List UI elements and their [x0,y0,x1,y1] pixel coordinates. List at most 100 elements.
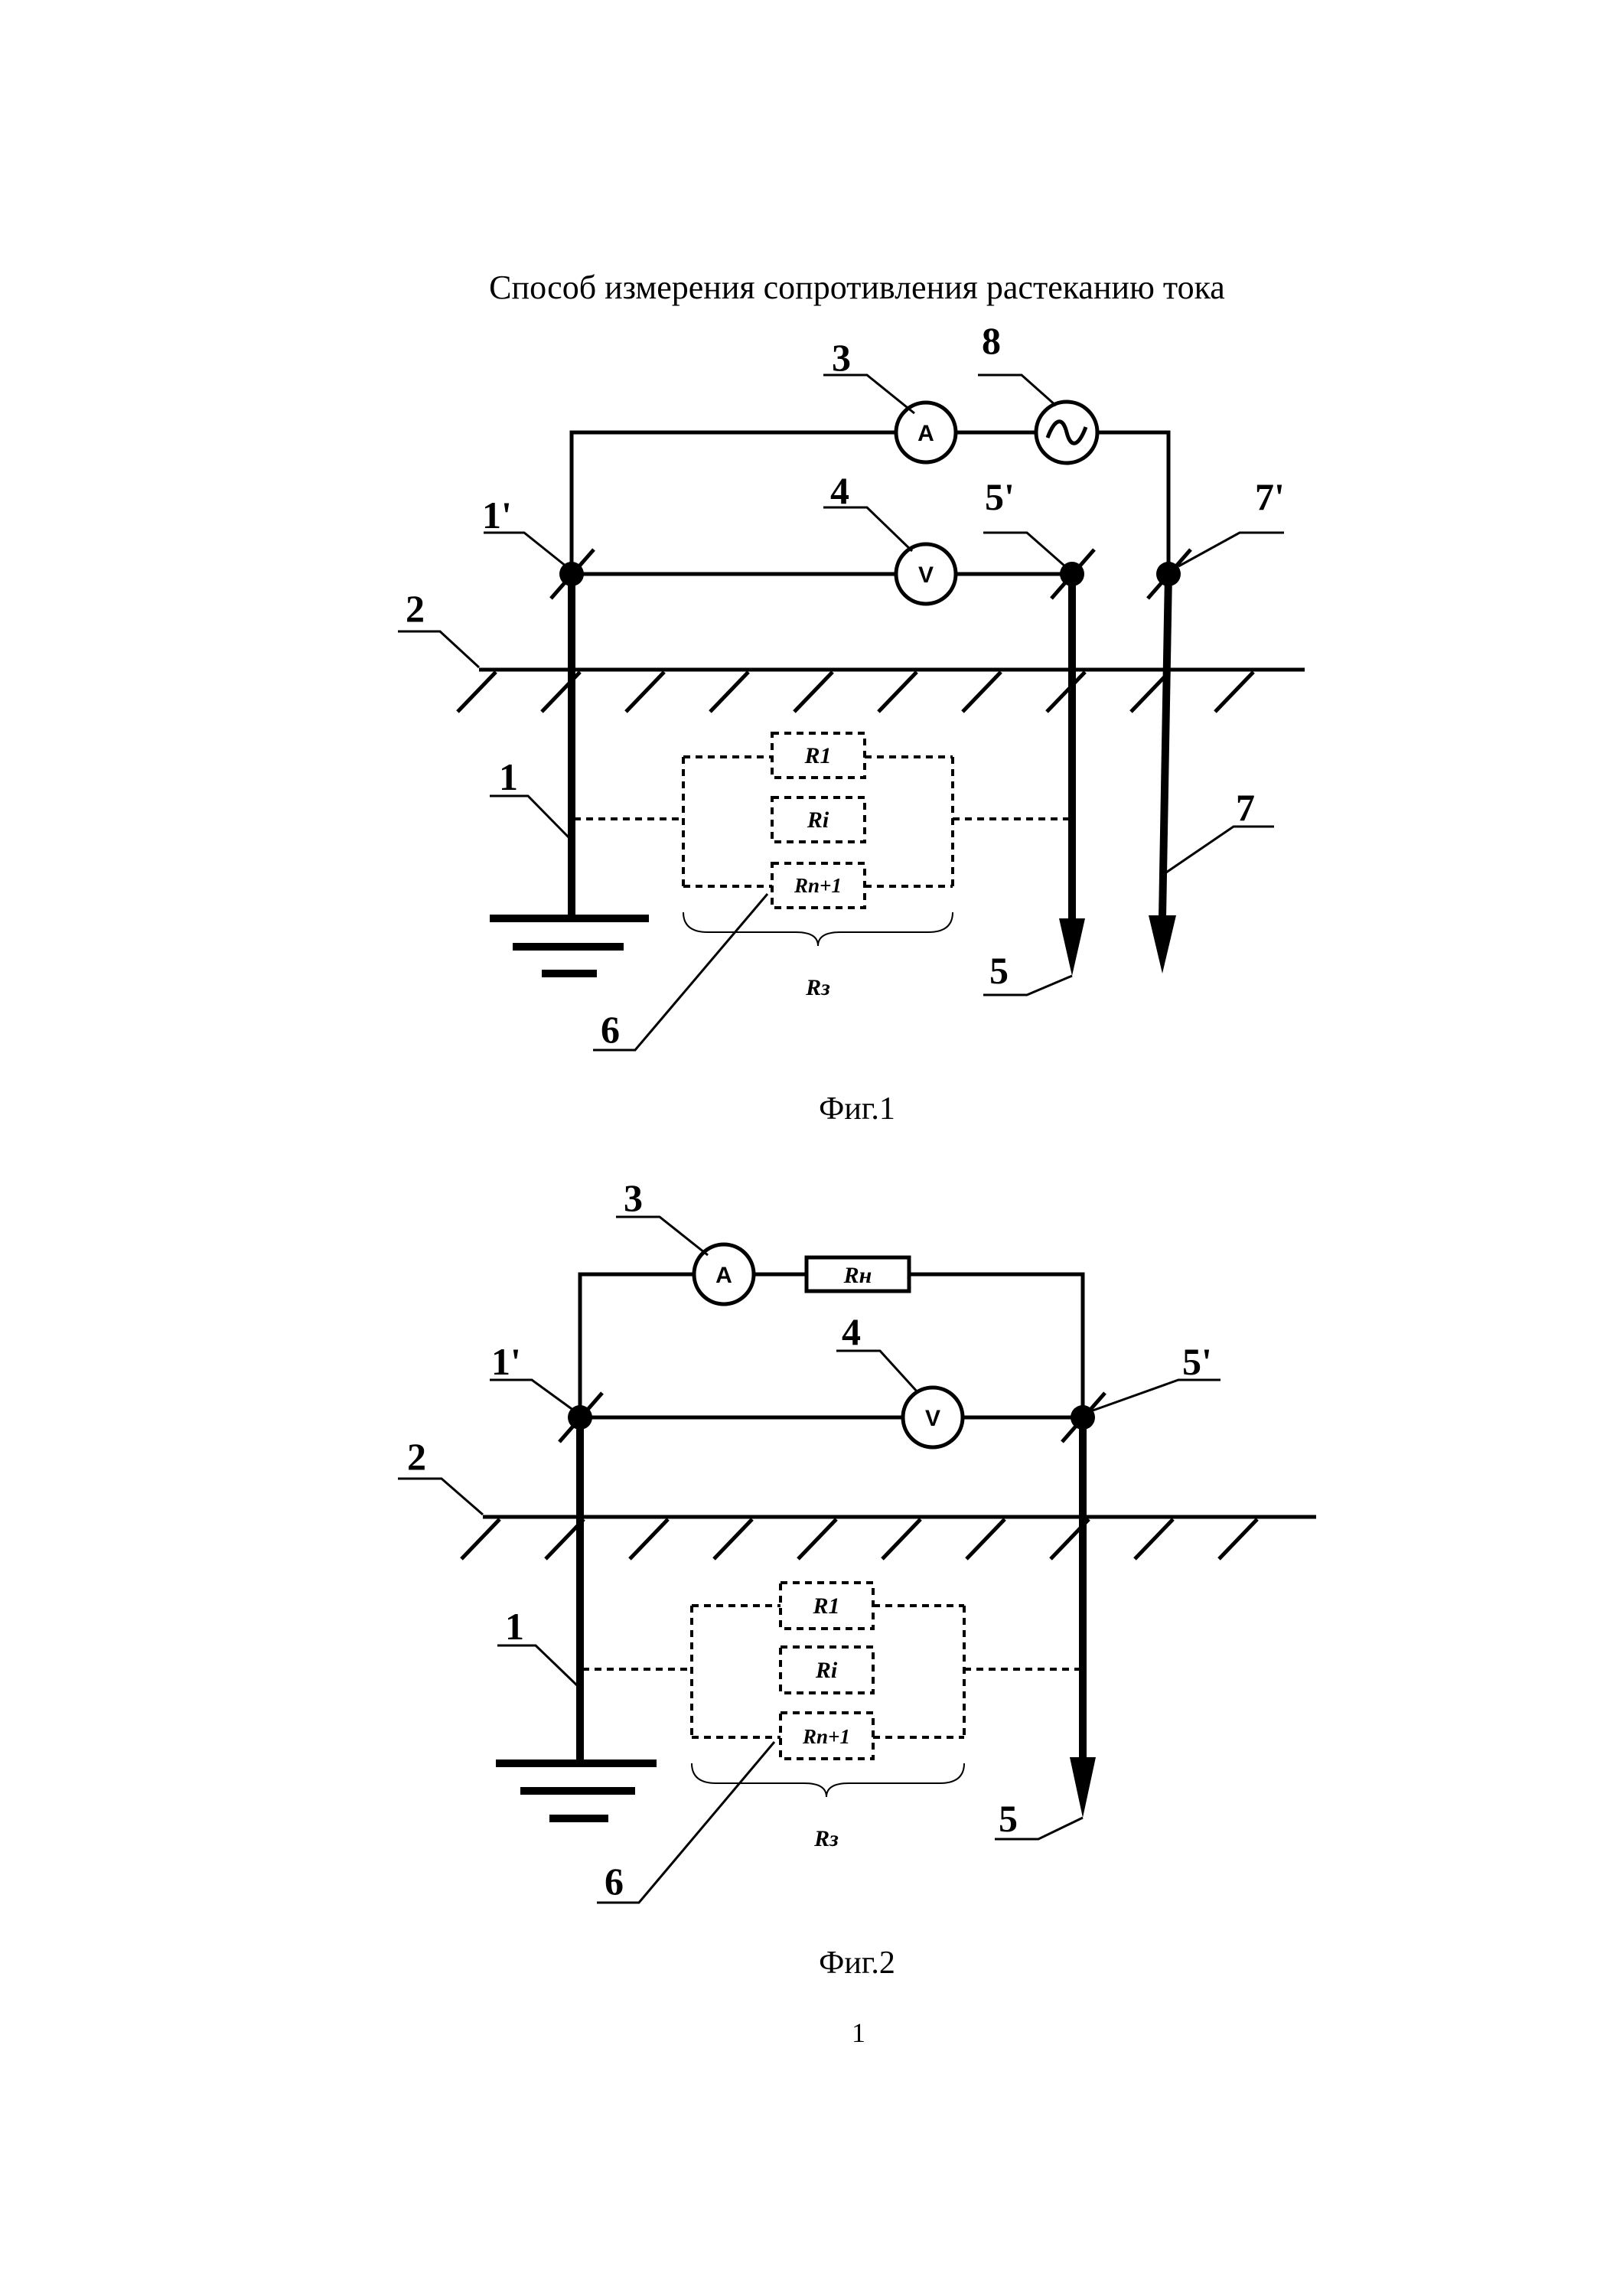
fig1-resistance-network: R1 Ri Rn+1 Rз [574,732,1070,1000]
fig1-leader-1prime [484,531,567,568]
fig1-caption: Фиг.1 [819,1091,895,1127]
fig2-caption: Фиг.2 [819,1945,895,1981]
fig1-leader-5 [983,974,1073,996]
fig1-resistor-r1 [771,732,866,779]
fig2-resistor-ri [779,1645,875,1694]
fig2-label-1prime: 1' [491,1340,521,1383]
fig1-label-7prime: 7' [1255,475,1285,518]
fig2-voltmeter: V [901,1385,965,1450]
fig2-load-resistor-body [804,1255,911,1293]
fig2-leader-5 [995,1816,1084,1841]
terminal-tick [1061,1391,1106,1443]
fig2-wire-rn-to-5 [909,1272,1085,1417]
hatch [460,1518,501,1561]
fig1-wire-source-to-7 [1098,430,1171,574]
fig1-voltmeter: V [894,542,958,606]
arrow-down-icon [1059,918,1085,976]
fig1-label-1: 1 [499,755,518,798]
hatch [961,670,1002,713]
fig2-leader-3 [616,1215,709,1257]
fig1-leader-7 [1165,825,1274,874]
fig1-ground-electrode [490,574,649,977]
fig2-leader-1prime [490,1378,575,1412]
hatch [793,670,834,713]
fig2-load-resistor: Rн [804,1255,911,1293]
fig1-label-4: 4 [830,469,849,512]
fig2-leader-1 [497,1644,579,1688]
fig1-ac-source [1034,400,1100,465]
hatch [1214,670,1255,713]
fig1-leader-3 [823,373,915,415]
fig1-terminal-7 [1146,548,1192,600]
fig2-resistance-network: R1 Ri Rn+1 Rз [582,1581,1080,1851]
fig2-voltmeter-circle [901,1385,965,1450]
fig2-label-3: 3 [624,1176,643,1219]
fig2-terminal-1 [558,1391,604,1443]
fig1-label-3: 3 [832,336,851,379]
fig1-resistor-r1-label: R1 [803,743,831,768]
fig2-label-2: 2 [407,1435,426,1478]
hatch [1133,1518,1175,1561]
fig2-ground-electrode [496,1417,657,1822]
fig1-leader-8 [978,373,1057,407]
fig2-resistor-rn1 [779,1711,875,1760]
fig1-wire-left-up [569,430,896,574]
fig2-label-5prime: 5' [1182,1340,1212,1383]
fig1-leader-2 [398,630,481,669]
fig2-ammeter-circle [692,1242,756,1306]
fig1-ammeter: A [894,400,958,465]
fig1-ammeter-circle [894,400,958,465]
fig2-resistor-r1 [779,1581,875,1630]
terminal-tick [558,1391,604,1443]
fig1-terminal-5 [1050,548,1096,600]
terminal-tick [1050,548,1096,600]
fig2-label-4: 4 [842,1310,861,1353]
fig2-label-5: 5 [999,1797,1018,1840]
fig2-resistor-ri-label: Ri [815,1658,838,1683]
hatch [797,1518,838,1561]
fig2-leader-2 [398,1477,484,1516]
hatch [709,670,750,713]
fig1-resistor-ri-label: Ri [807,807,829,833]
fig1-ground-surface [456,667,1305,713]
fig2-potential-electrode [1070,1417,1096,1818]
fig2-label-1: 1 [505,1605,524,1648]
fig1-voltmeter-symbol: V [918,563,934,588]
hatch [1045,670,1087,713]
fig2-terminal-5 [1061,1391,1106,1443]
fig1-label-5prime: 5' [985,475,1015,518]
sine-wave-icon [1045,419,1088,445]
fig1-resistor-rn1 [771,862,866,909]
fig1-label-2: 2 [406,587,425,630]
fig1-brace [683,912,953,947]
figure-1: A V [398,319,1305,1127]
fig1-terminal-1 [549,548,595,600]
fig1-current-electrode [1149,573,1176,974]
fig2-leader-5prime [1092,1378,1221,1412]
fig1-leader-5prime [983,531,1066,568]
fig1-ammeter-symbol: A [917,421,934,446]
fig2-leader-6 [597,1741,776,1904]
fig1-electrode-7-rod [1159,573,1172,919]
fig2-resistor-rn1-label: Rn+1 [802,1725,850,1748]
fig2-ammeter-symbol: A [715,1263,732,1288]
fig1-leader-6 [593,893,769,1052]
fig2-equivalent-resistance: Rз [813,1826,839,1851]
hatch [712,1518,754,1561]
fig1-resistor-rn1-label: Rn+1 [794,874,842,897]
fig1-leader-7prime [1178,531,1284,568]
hatch [456,670,497,713]
fig1-voltmeter-circle [894,542,958,606]
fig1-label-1prime: 1' [482,494,512,536]
terminal-tick [549,548,595,600]
hatch [628,1518,670,1561]
fig1-label-6: 6 [601,1008,620,1051]
fig1-label-8: 8 [982,319,1001,362]
page-number: 1 [852,2017,865,2048]
fig1-equivalent-resistance: Rз [805,975,830,1000]
fig2-resistor-r1-label: R1 [812,1593,839,1619]
fig1-leader-4 [823,506,914,553]
fig1-label-5: 5 [989,949,1009,992]
